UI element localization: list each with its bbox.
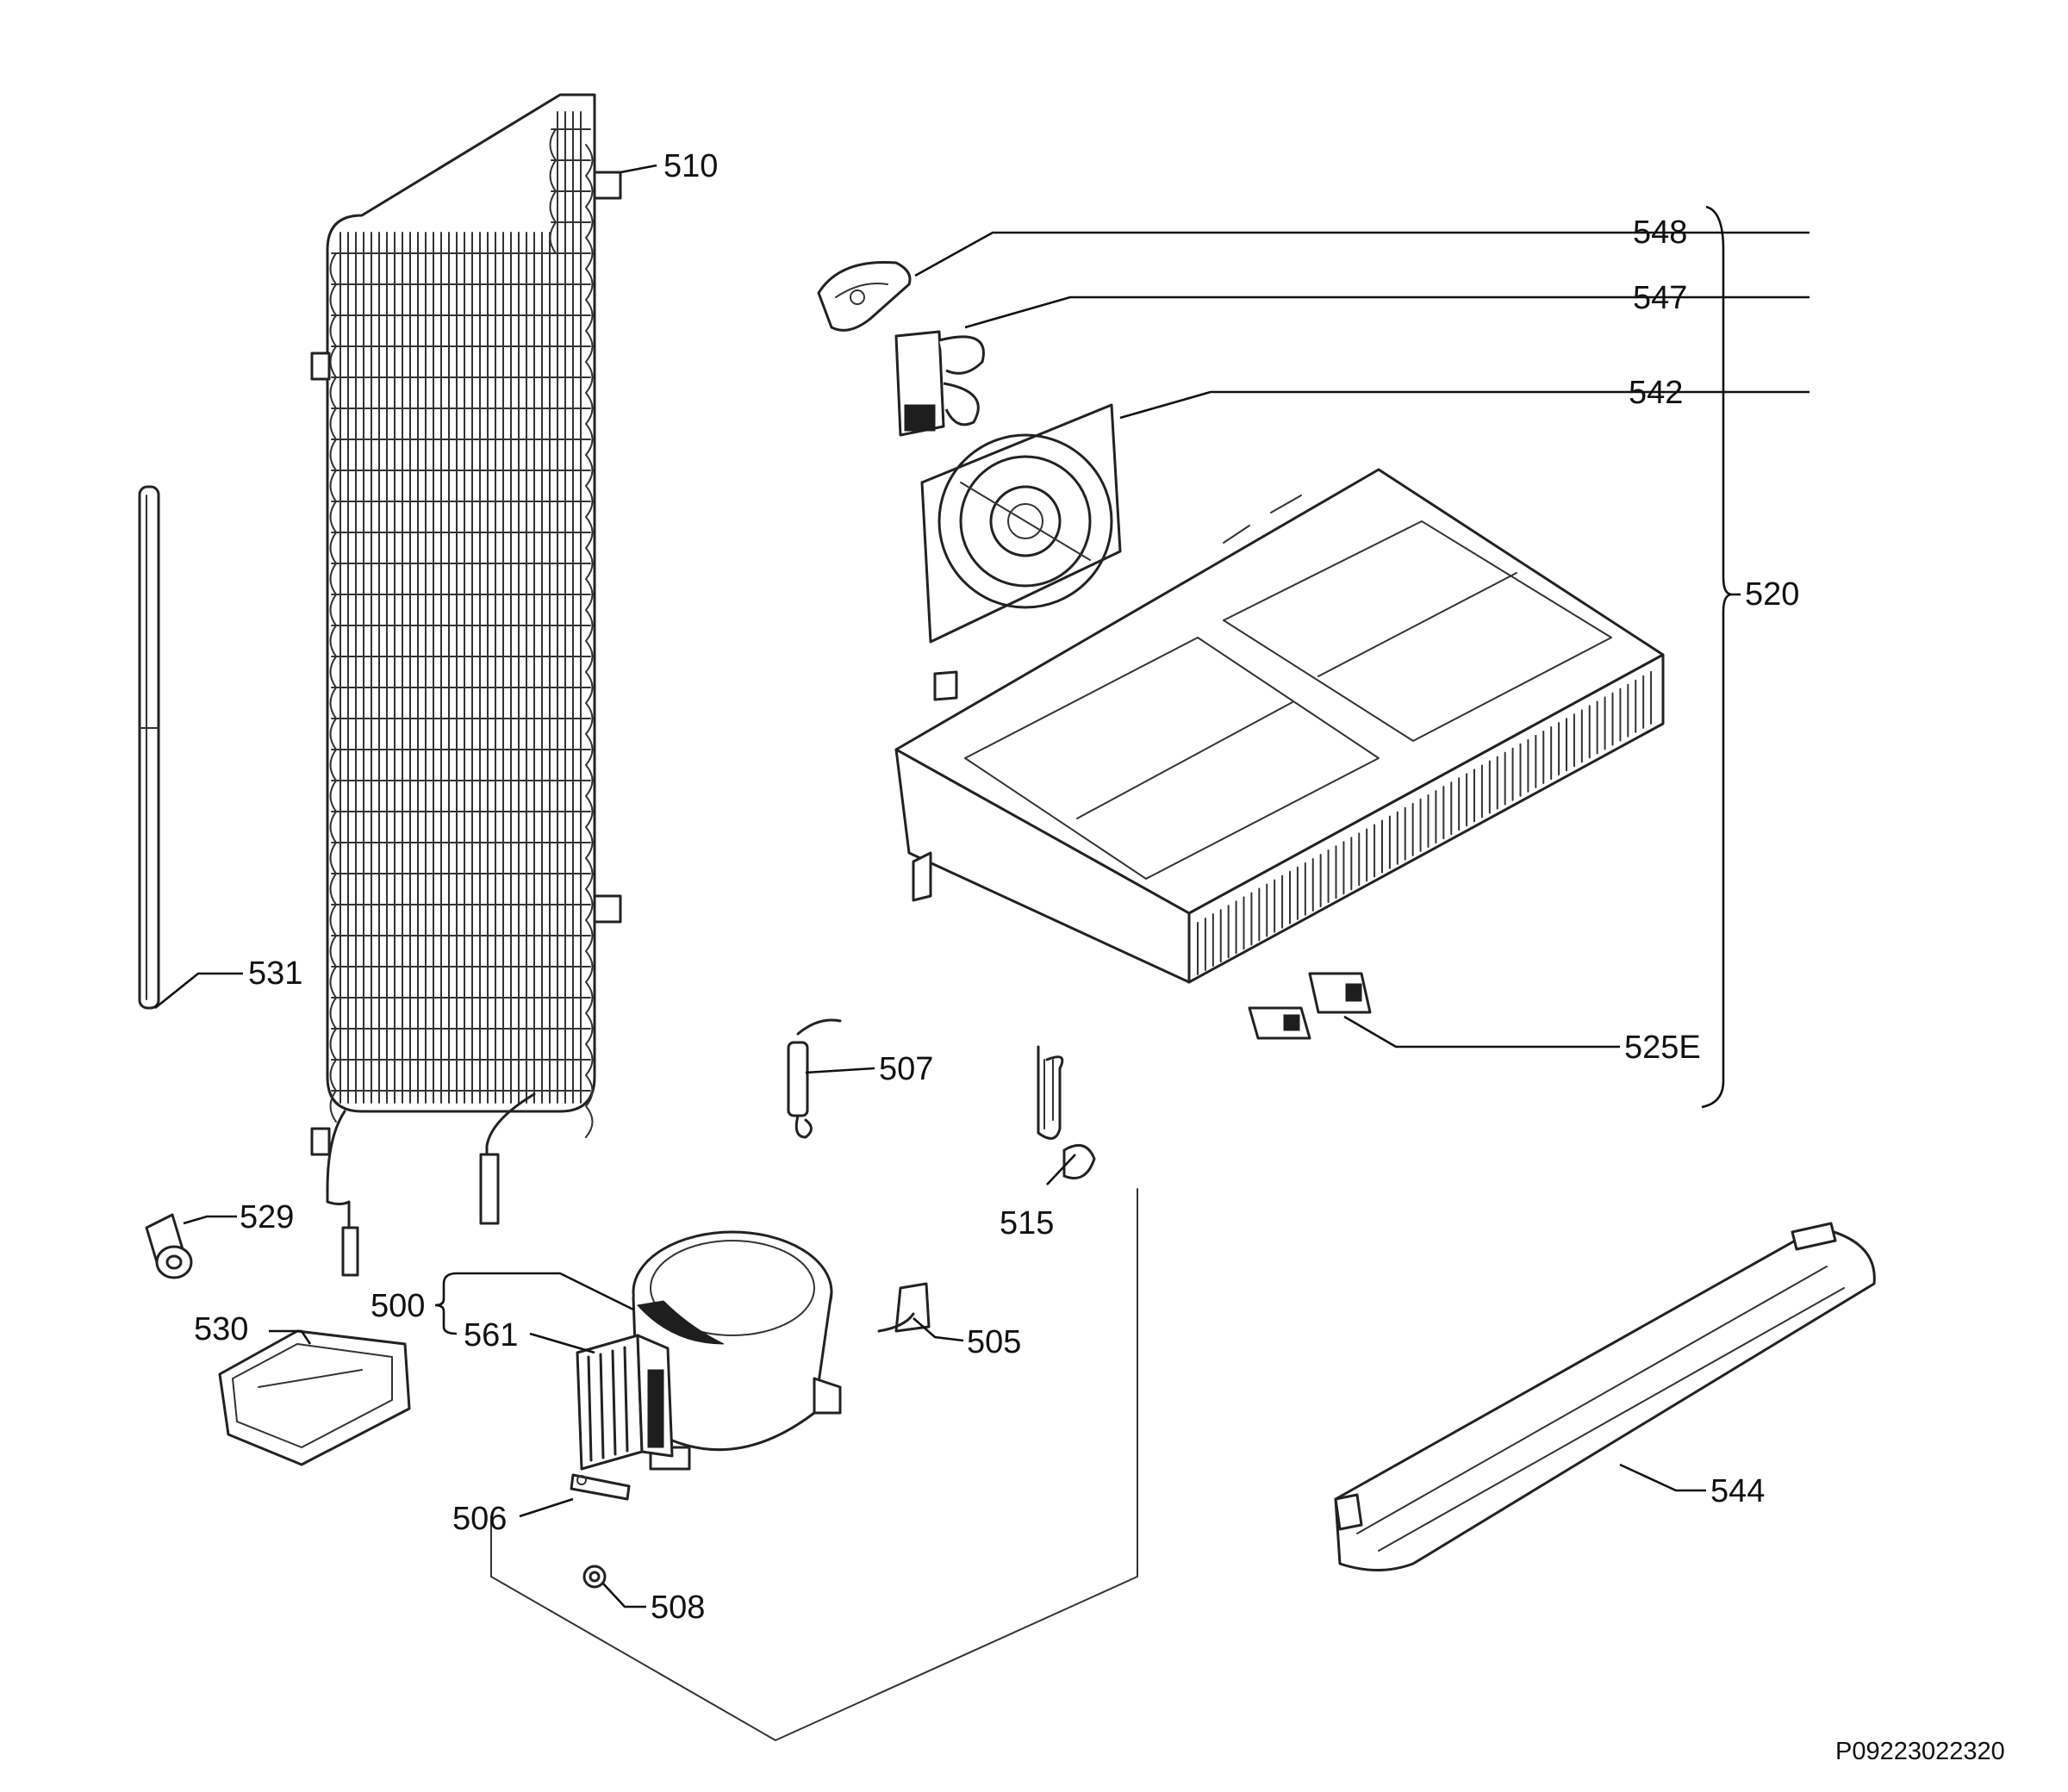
label-525E: 525E	[1624, 1030, 1701, 1066]
bracket	[570, 1473, 631, 1501]
label-547: 547	[1633, 280, 1687, 316]
compressor-group-outline	[490, 1188, 1138, 1741]
starter-relay	[576, 1334, 674, 1471]
label-508: 508	[651, 1590, 705, 1626]
fan-holder-bracket	[817, 260, 912, 332]
label-561: 561	[464, 1317, 518, 1353]
compressor	[632, 1230, 842, 1471]
connectors	[1248, 972, 1372, 1040]
label-530: 530	[194, 1311, 248, 1347]
label-507: 507	[879, 1051, 933, 1087]
label-515: 515	[1000, 1205, 1054, 1241]
fan-cover	[920, 403, 1122, 644]
drawing-number: P09223022320	[1835, 1738, 2005, 1765]
label-510: 510	[663, 148, 718, 184]
label-520: 520	[1745, 576, 1799, 613]
handle	[1334, 1222, 1876, 1571]
sensor	[787, 1018, 842, 1139]
label-505: 505	[967, 1324, 1021, 1360]
label-531: 531	[248, 955, 302, 992]
fan-motor	[894, 330, 985, 437]
label-542: 542	[1629, 375, 1683, 411]
drip-tray	[218, 1329, 411, 1466]
part-labels: 510 548 547 542 520 531 507 525E 515 529…	[194, 148, 1799, 1626]
label-506: 506	[452, 1501, 507, 1537]
label-529: 529	[240, 1199, 294, 1235]
label-500: 500	[371, 1288, 425, 1324]
heater-cable	[1037, 1045, 1096, 1179]
nut	[582, 1565, 607, 1589]
drain-rod	[138, 485, 160, 1010]
clip	[877, 1282, 931, 1333]
grommet	[145, 1213, 193, 1279]
evaporator-housing	[894, 468, 1665, 984]
leader-lines	[154, 164, 1810, 1608]
label-544: 544	[1710, 1473, 1765, 1509]
condenser-coil	[310, 93, 622, 1277]
label-548: 548	[1633, 215, 1687, 251]
